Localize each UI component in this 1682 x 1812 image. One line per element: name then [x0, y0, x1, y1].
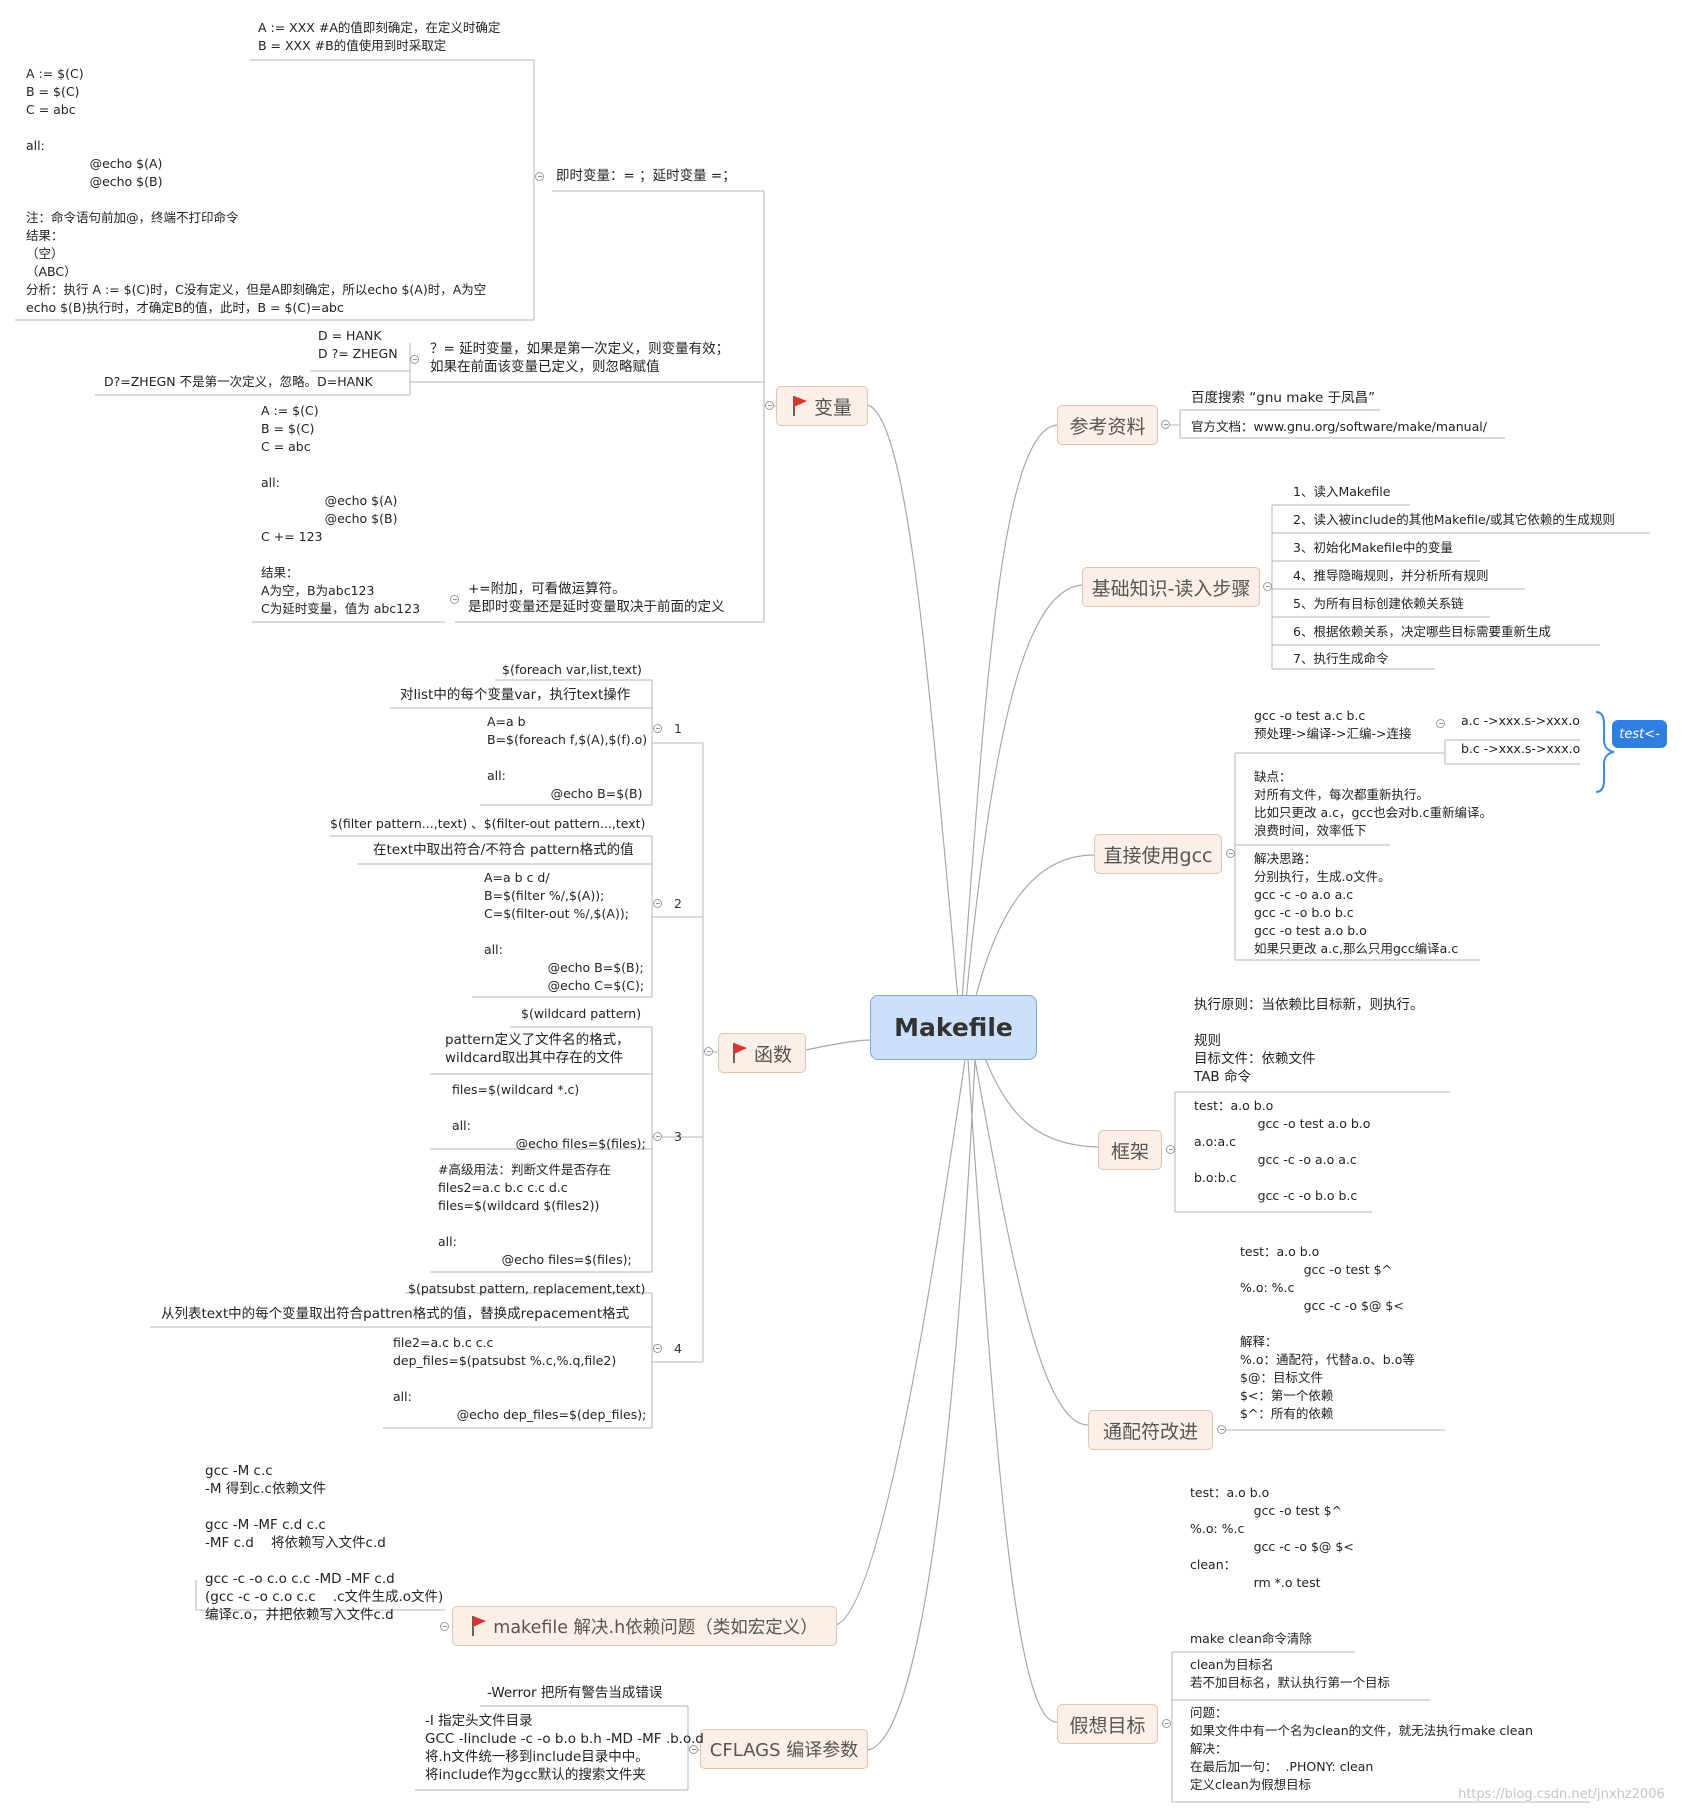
collapse-icon[interactable] [653, 1344, 662, 1353]
immediate-variable-note: A := XXX #A的值即刻确定，在定义时确定 B = XXX #B的值使用到… [258, 20, 501, 53]
patsubst-desc: 从列表text中的每个变量取出符合pattren格式的值，替换成repaceme… [161, 1306, 630, 1322]
foreach-syntax: $(foreach var,list,text) [502, 662, 642, 677]
gcc-flow-b: b.c ->xxx.s->xxx.o [1461, 741, 1581, 756]
wildcard-code: files=$(wildcard *.c) all: @echo files=$… [452, 1082, 646, 1151]
brace-icon [1595, 711, 1615, 793]
function-number: 3 [674, 1129, 682, 1144]
basics-step: 6、根据依赖关系，决定哪些目标需要重新生成 [1293, 624, 1551, 639]
gcc-cons: 缺点： 对所有文件，每次都重新执行。 比如只更改 a.c，gcc也会对b.c重新… [1254, 769, 1492, 838]
basics-step: 4、推导隐晦规则，并分析所有规则 [1293, 568, 1489, 583]
topic-basics[interactable]: 基础知识-读入步骤 [1082, 567, 1260, 607]
watermark: https://blog.csdn.net/jnxhz2006 [1458, 1787, 1665, 1802]
conditional-variable-code: D = HANK D ?= ZHEGN [318, 328, 398, 361]
topic-label: 框架 [1110, 1140, 1149, 1163]
flag-icon [792, 395, 808, 417]
wildcard-code-advanced: #高级用法：判断文件是否存在 files2=a.c b.c c.c d.c fi… [438, 1162, 632, 1267]
immediate-variable-title: 即时变量：= ；延时变量 =； [556, 168, 736, 184]
collapse-icon[interactable] [704, 1047, 713, 1056]
topic-label: CFLAGS 编译参数 [709, 1740, 859, 1761]
function-number: 1 [674, 721, 682, 736]
foreach-desc: 对list中的每个变量var，执行text操作 [400, 687, 631, 703]
cflags-werror: -Werror 把所有警告当成错误 [487, 1685, 663, 1701]
function-number: 2 [674, 896, 682, 911]
topic-gcc[interactable]: 直接使用gcc [1094, 834, 1222, 874]
immediate-variable-example: A := $(C) B = $(C) C = abc all: @echo $(… [26, 66, 487, 315]
collapse-icon[interactable] [1162, 1719, 1171, 1728]
phony-problem: 问题： 如果文件中有一个名为clean的文件，就无法执行make clean 解… [1190, 1705, 1534, 1792]
collapse-icon[interactable] [1161, 420, 1170, 429]
gcc-direct: gcc -o test a.c b.c 预处理->编译->汇编->连接 [1254, 708, 1412, 741]
collapse-icon[interactable] [1263, 582, 1272, 591]
collapse-icon[interactable] [653, 724, 662, 733]
topic-label: 函数 [753, 1043, 792, 1066]
collapse-icon[interactable] [653, 899, 662, 908]
reference-official: 官方文档：www.gnu.org/software/make/manual/ [1191, 419, 1487, 434]
topic-label: 参考资料 [1069, 415, 1146, 438]
append-variable-title: +=附加，可看做运算符。 是即时变量还是延时变量取决于前面的定义 [468, 581, 725, 615]
conditional-variable-title: ？= 延时变量，如果是第一次定义，则变量有效； 如果在前面该变量已定义，则忽略赋… [430, 341, 730, 375]
topic-label: 变量 [813, 396, 852, 419]
topic-variables[interactable]: 变量 [776, 386, 868, 426]
collapse-icon[interactable] [1166, 1145, 1175, 1154]
filter-syntax: $(filter pattern...,text) 、$(filter-out … [330, 816, 646, 831]
topic-functions[interactable]: 函数 [718, 1033, 806, 1073]
topic-framework[interactable]: 框架 [1098, 1130, 1162, 1170]
collapse-icon[interactable] [1436, 719, 1445, 728]
topic-label: 通配符改进 [1102, 1420, 1198, 1443]
collapse-icon[interactable] [1217, 1425, 1226, 1434]
patsubst-syntax: $(patsubst pattern, replacement,text) [408, 1281, 646, 1296]
topic-reference[interactable]: 参考资料 [1057, 405, 1158, 445]
collapse-icon[interactable] [440, 1622, 449, 1631]
foreach-code: A=a b B=$(foreach f,$(A),$(f).o) all: @e… [487, 714, 648, 801]
framework-principle: 执行原则：当依赖比目标新，则执行。 规则 目标文件：依赖文件 TAB 命令 [1194, 997, 1424, 1085]
wildcard-desc: pattern定义了文件名的格式， wildcard取出其中存在的文件 [445, 1032, 630, 1066]
make-h-notes: gcc -M c.c -M 得到c.c依赖文件 gcc -M -MF c.d c… [205, 1463, 444, 1623]
topic-make-h[interactable]: makefile 解决.h依赖问题（类如宏定义） [452, 1606, 837, 1646]
central-topic[interactable]: Makefile [870, 995, 1037, 1060]
flag-icon [732, 1042, 748, 1064]
wildcard-improvement: test：a.o b.o gcc -o test $^ %.o: %.c gcc… [1240, 1244, 1415, 1421]
patsubst-code: file2=a.c b.c c.c dep_files=$(patsubst %… [393, 1335, 647, 1422]
topic-phony[interactable]: 假想目标 [1057, 1704, 1158, 1744]
topic-label: 假想目标 [1069, 1714, 1146, 1737]
reference-search: 百度搜索 “gnu make 于凤昌” [1191, 390, 1376, 406]
phony-clean: make clean命令清除 [1190, 1631, 1312, 1646]
framework-code: test：a.o b.o gcc -o test a.o b.o a.o:a.c… [1194, 1098, 1371, 1203]
topic-wildcard[interactable]: 通配符改进 [1088, 1410, 1213, 1450]
collapse-icon[interactable] [410, 355, 419, 364]
test-badge[interactable]: test<- [1612, 720, 1667, 748]
append-variable-code: A := $(C) B = $(C) C = abc all: @echo $(… [261, 403, 421, 616]
basics-step: 3、初始化Makefile中的变量 [1293, 540, 1453, 555]
gcc-solution: 解决思路： 分别执行，生成.o文件。 gcc -c -o a.o a.c gcc… [1254, 851, 1459, 956]
function-number: 4 [674, 1341, 682, 1356]
collapse-icon[interactable] [689, 1745, 698, 1754]
basics-step: 5、为所有目标创建依赖关系链 [1293, 596, 1464, 611]
basics-step: 1、读入Makefile [1293, 484, 1391, 499]
collapse-icon[interactable] [1226, 849, 1235, 858]
phony-target: clean为目标名 若不加目标名，默认执行第一个目标 [1190, 1657, 1391, 1690]
wildcard-syntax: $(wildcard pattern) [521, 1006, 642, 1021]
collapse-icon[interactable] [450, 595, 459, 604]
cflags-include: -I 指定头文件目录 GCC -Iinclude -c -o b.o b.h -… [425, 1713, 704, 1783]
collapse-icon[interactable] [653, 1132, 662, 1141]
filter-desc: 在text中取出符合/不符合 pattern格式的值 [373, 842, 634, 858]
gcc-flow-a: a.c ->xxx.s->xxx.o [1461, 713, 1580, 728]
basics-step: 2、读入被include的其他Makefile/或其它依赖的生成规则 [1293, 512, 1615, 527]
topic-label: makefile 解决.h依赖问题（类如宏定义） [493, 1617, 818, 1638]
basics-step: 7、执行生成命令 [1293, 651, 1389, 666]
collapse-icon[interactable] [765, 401, 774, 410]
conditional-variable-note: D?=ZHEGN 不是第一次定义，忽略。D=HANK [104, 374, 373, 389]
topic-cflags[interactable]: CFLAGS 编译参数 [700, 1729, 868, 1769]
phony-code: test：a.o b.o gcc -o test $^ %.o: %.c gcc… [1190, 1485, 1354, 1590]
collapse-icon[interactable] [535, 172, 544, 181]
topic-label: 基础知识-读入步骤 [1091, 577, 1251, 600]
flag-icon [471, 1615, 487, 1637]
topic-label: 直接使用gcc [1103, 844, 1213, 867]
filter-code: A=a b c d/ B=$(filter %/,$(A)); C=$(filt… [484, 870, 645, 993]
